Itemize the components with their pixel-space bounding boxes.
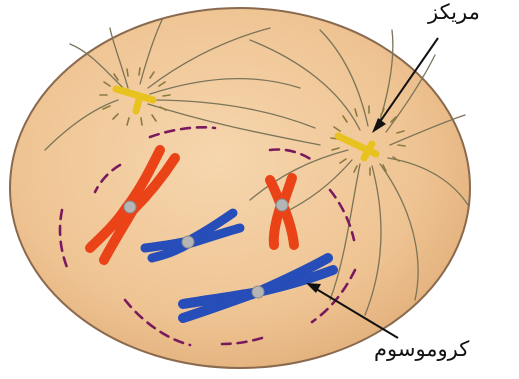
label-chromosome: كروموسوم: [374, 337, 469, 361]
label-centriole: مريكز: [428, 0, 480, 24]
centromere-blue-medium: [182, 236, 194, 248]
centromere-blue-long: [252, 286, 264, 298]
cell-membrane: [10, 8, 470, 368]
centromere-red-large: [124, 201, 136, 213]
centromere-red-small: [276, 199, 288, 211]
